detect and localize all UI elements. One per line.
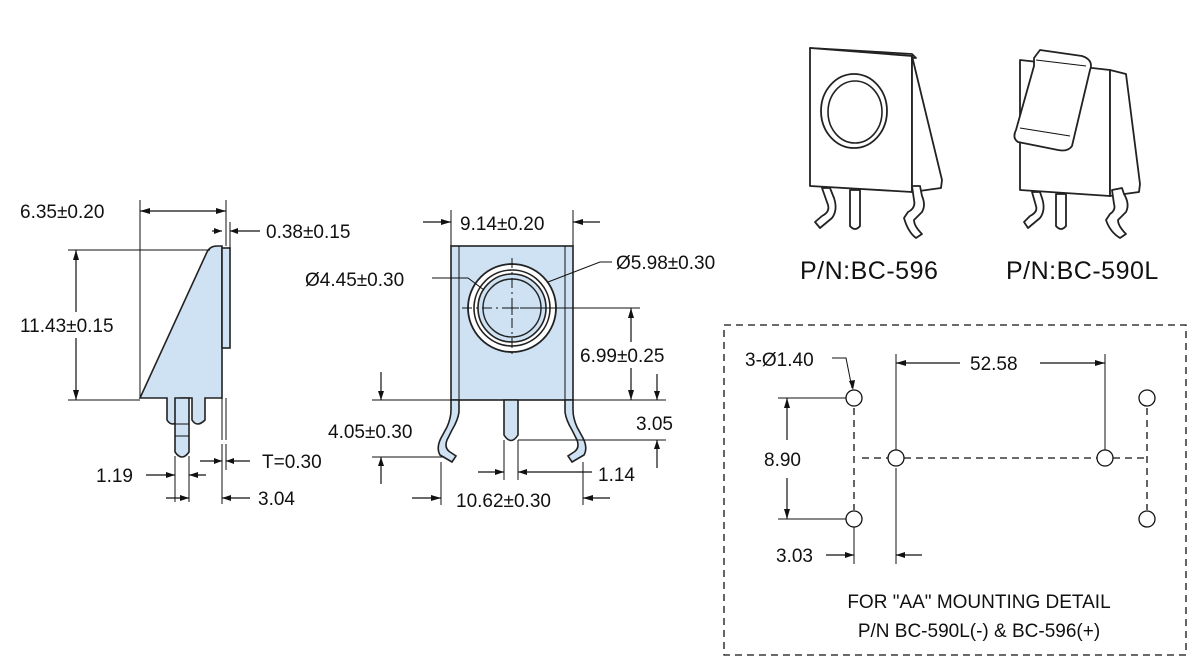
side-tab-width-dim: 1.19 xyxy=(96,466,133,487)
mount-pitch-dim: 52.58 xyxy=(970,354,1018,375)
mount-hole-bottom-right xyxy=(1138,510,1156,528)
mount-vertical-dim: 8.90 xyxy=(764,450,801,471)
bc590l-spring-clip xyxy=(1013,49,1092,152)
mounting-detail-frame xyxy=(723,324,1187,656)
front-view-center-tab xyxy=(503,399,519,442)
front-leg-span-dim: 10.62±0.30 xyxy=(456,491,551,512)
side-height-dim: 11.43±0.15 xyxy=(20,316,114,337)
mount-hole-center-right xyxy=(1096,449,1114,467)
mount-note-line2: P/N BC-590L(-) & BC-596(+) xyxy=(858,621,1100,642)
front-width-dim: 9.14±0.20 xyxy=(460,214,544,235)
bc596-side-face xyxy=(911,55,943,193)
side-depth-dim: 6.35±0.20 xyxy=(20,202,104,223)
front-tab-offset-dim: 1.14 xyxy=(598,465,635,486)
front-view-right-leg xyxy=(564,399,587,464)
side-plate-thickness-dim: 0.38±0.15 xyxy=(266,222,350,243)
side-tab-spacing-dim: 3.04 xyxy=(258,489,295,510)
mounting-detail: 52.58 3-Ø1.40 8.90 3.03 FOR "AA" MOUNTIN… xyxy=(723,324,1187,656)
mount-note-line1: FOR "AA" MOUNTING DETAIL xyxy=(847,592,1110,613)
side-view-tab xyxy=(174,397,190,458)
side-thickness-dim: T=0.30 xyxy=(262,452,322,473)
bc596-part-number: P/N:BC-596 xyxy=(800,257,938,285)
side-view: 6.35±0.20 0.38±0.15 11.43±0.15 1.19 T=0.… xyxy=(18,200,350,510)
mount-hole-center-left xyxy=(887,449,905,467)
mount-hole-bottom-left xyxy=(845,510,863,528)
front-center-height-dim: 6.99±0.25 xyxy=(580,346,664,367)
mount-holes-dim: 3-Ø1.40 xyxy=(745,350,814,371)
mount-hole-top-left xyxy=(845,389,863,407)
mount-hole-top-right xyxy=(1138,389,1156,407)
iso-view-bc596: P/N:BC-596 xyxy=(800,47,943,285)
iso-view-bc590l: P/N:BC-590L xyxy=(1006,49,1159,285)
bc590l-part-number: P/N:BC-590L xyxy=(1006,257,1159,285)
front-tab-length-dim: 3.05 xyxy=(636,414,673,435)
mount-offset-dim: 3.03 xyxy=(776,546,813,567)
front-inner-diameter-dim: Ø4.45±0.30 xyxy=(305,270,404,291)
front-outer-diameter-dim: Ø5.98±0.30 xyxy=(616,253,715,274)
front-view: 9.14±0.20 Ø4.45±0.30 Ø5.98±0.30 6.99±0.2… xyxy=(305,210,715,512)
side-view-back-plate xyxy=(221,247,231,349)
front-view-left-leg xyxy=(437,399,460,464)
front-leg-height-dim: 4.05±0.30 xyxy=(328,422,412,443)
side-view-body xyxy=(138,245,223,425)
